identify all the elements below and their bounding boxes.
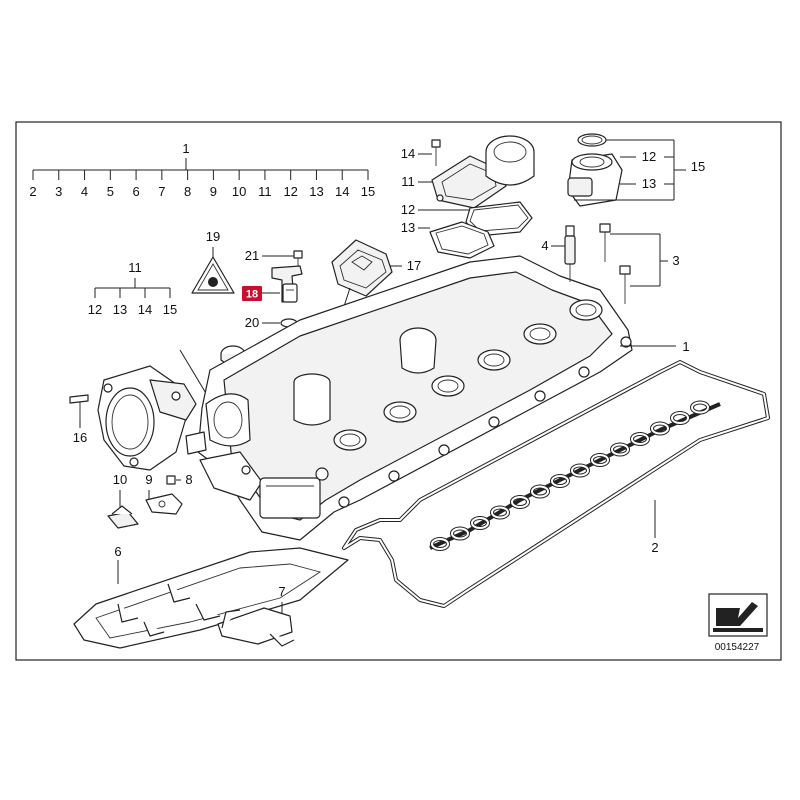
callout-4: 4 <box>541 238 548 253</box>
cover-port <box>569 299 603 321</box>
cover-bolt <box>578 366 590 378</box>
cover-port <box>333 429 367 451</box>
part-15-assembly: 12 13 15 <box>567 133 705 207</box>
group-header-number: 1 <box>182 141 189 156</box>
group-header-item: 6 <box>132 184 139 199</box>
callout-8: 8 <box>185 472 192 487</box>
group-header-item: 5 <box>107 184 114 199</box>
group-11-item: 13 <box>113 302 127 317</box>
callout-9: 9 <box>145 472 152 487</box>
group-header-item: 13 <box>309 184 323 199</box>
group-header-item: 9 <box>210 184 217 199</box>
group-header-item: 7 <box>158 184 165 199</box>
cover-bolt <box>438 444 450 456</box>
callout-17: 17 <box>407 258 421 273</box>
callout-20: 20 <box>245 315 259 330</box>
group-11-item: 15 <box>163 302 177 317</box>
part-9-plate: 9 <box>145 472 183 515</box>
cover-bolt <box>534 390 546 402</box>
part-6-heat-shield: 6 <box>73 544 349 649</box>
callout-13b: 13 <box>642 176 656 191</box>
cover-port <box>431 375 465 397</box>
group-header-item: 14 <box>335 184 349 199</box>
callout-2: 2 <box>651 540 658 555</box>
callout-12b: 12 <box>642 149 656 164</box>
callout-10: 10 <box>113 472 127 487</box>
cover-bolt <box>488 416 500 428</box>
group-header-item: 11 <box>258 184 272 199</box>
callout-1: 1 <box>682 339 689 354</box>
part-21-screw: 21 <box>245 248 303 268</box>
callout-18: 18 <box>246 289 258 301</box>
callout-6: 6 <box>114 544 121 559</box>
cover-bolt <box>620 336 632 348</box>
part-11-actuator: 14 11 12 13 <box>401 135 535 259</box>
orientation-icon <box>708 593 768 637</box>
part-1-cylinder-head-cover: 1 <box>185 255 690 541</box>
callout-7: 7 <box>278 584 285 599</box>
part-18-sensor: 18 <box>242 265 303 303</box>
callout-21: 21 <box>245 248 259 263</box>
group-header-item: 3 <box>55 184 62 199</box>
cover-port <box>523 323 557 345</box>
group-header-1: 1 2 3 4 5 6 7 8 9 10 11 12 13 14 15 <box>29 141 375 199</box>
cover-bolt <box>388 470 400 482</box>
part-2-gasket: 2 <box>342 360 770 608</box>
callout-18-highlight <box>242 286 262 301</box>
group-11-item: 14 <box>138 302 152 317</box>
callout-12a: 12 <box>401 202 415 217</box>
callout-3: 3 <box>672 253 679 268</box>
part-8-nut: 8 <box>166 472 193 487</box>
group-header-item: 10 <box>232 184 246 199</box>
callout-11: 11 <box>401 174 415 189</box>
cover-port <box>383 401 417 423</box>
image-number: 00154227 <box>715 642 760 653</box>
part-19-sticker: 19 <box>191 229 235 294</box>
arrow-icon <box>716 602 758 626</box>
group-header-item: 15 <box>361 184 375 199</box>
part-10-bracket: 10 <box>107 472 139 529</box>
callout-13a: 13 <box>401 220 415 235</box>
group-11-number: 11 <box>128 260 142 275</box>
part-4-stud: 4 <box>541 225 576 282</box>
part-16-housing: 16 <box>69 349 211 471</box>
group-11: 11 12 13 14 15 <box>88 260 177 317</box>
part-7-shield: 7 <box>217 584 295 647</box>
callout-15: 15 <box>691 159 705 174</box>
group-header-item: 4 <box>81 184 88 199</box>
part-3-bolts: 3 <box>599 223 680 304</box>
group-header-item: 2 <box>29 184 36 199</box>
cover-bolt <box>338 496 350 508</box>
callout-16: 16 <box>73 430 87 445</box>
cover-port <box>477 349 511 371</box>
diagram-frame <box>15 121 782 661</box>
callout-19: 19 <box>206 229 220 244</box>
group-11-item: 12 <box>88 302 102 317</box>
callout-14: 14 <box>401 146 415 161</box>
group-header-item: 12 <box>283 184 297 199</box>
group-header-item: 8 <box>184 184 191 199</box>
